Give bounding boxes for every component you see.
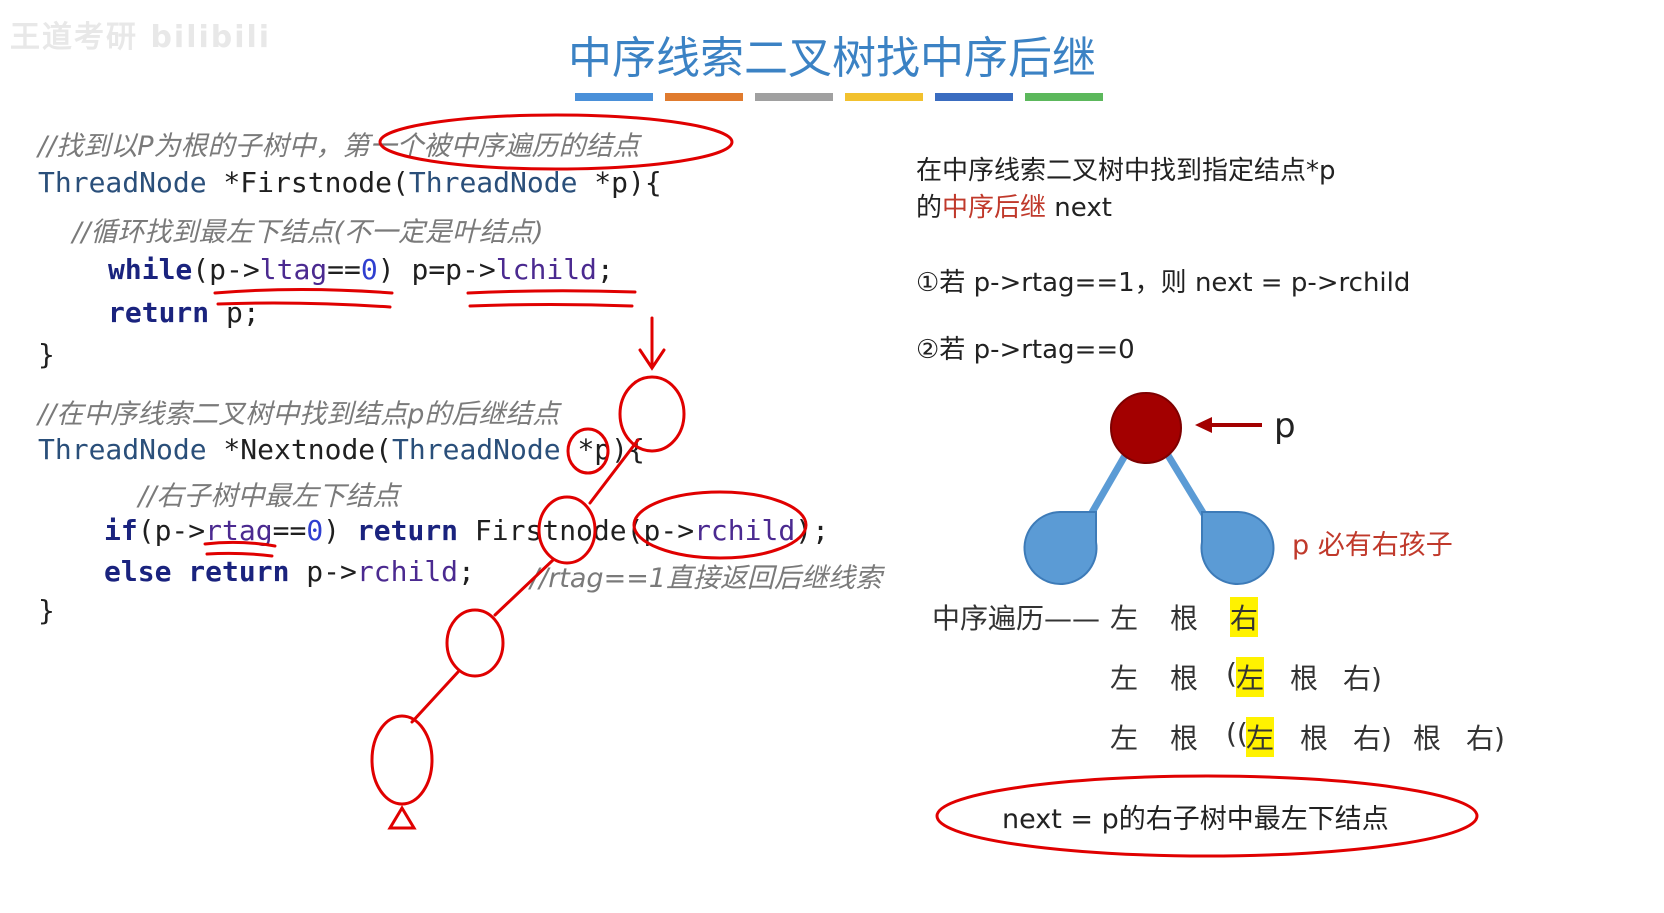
comment-right-subtree: //右子树中最左下结点: [104, 481, 400, 512]
comment-firstnode: //找到以P为根的子树中，第一个被中序遍历的结点: [38, 131, 640, 162]
annotation-underline: [216, 301, 392, 309]
color-bar: [575, 93, 653, 101]
node-label-p: p: [1274, 406, 1296, 446]
inorder-row1-left: 左: [1110, 602, 1139, 635]
inorder-row2-item: 左: [1110, 662, 1139, 695]
inorder-row3-item: 右): [1466, 722, 1505, 755]
comment-nextnode: //在中序线索二叉树中找到结点p的后继结点: [38, 399, 560, 430]
inorder-row3-item: 根: [1300, 722, 1329, 755]
comment-loop: //循环找到最左下结点(不一定是叶结点): [38, 217, 544, 248]
rule-rtag-0: ②若 p->rtag==0: [916, 335, 1135, 365]
code-line-while: while(p->ltag==0) p=p->lchild;: [108, 253, 614, 286]
inorder-row3-item: 左: [1110, 722, 1139, 755]
inorder-row2-item: 右): [1343, 662, 1382, 695]
annotation-tree-node: [537, 495, 597, 565]
code-line-firstnode-signature: ThreadNode *Firstnode(ThreadNode *p){: [38, 166, 662, 199]
code-line-return: return p;: [108, 296, 260, 329]
annotation-arrow: [638, 348, 666, 371]
description-line-1: 在中序线索二叉树中找到指定结点*p: [916, 156, 1336, 186]
inorder-row2-item: (: [1226, 657, 1237, 690]
code-brace-close: }: [38, 338, 55, 371]
description-line-2: 的中序后继 next: [916, 193, 1112, 223]
annotation-tree-node: [370, 714, 434, 806]
code-line-if: if(p->rtag==0) return Firstnode(p->rchil…: [104, 514, 829, 547]
color-bar: [755, 93, 833, 101]
inorder-row3-item: ((: [1226, 717, 1248, 750]
annotation-underline: [205, 551, 274, 558]
code-line-nextnode-signature: ThreadNode *Nextnode(ThreadNode *p){: [38, 433, 645, 466]
annotation-underline: [466, 289, 637, 295]
rule-rtag-1: ①若 p->rtag==1，则 next = p->rchild: [916, 268, 1411, 298]
annotation-tree-node: [445, 608, 505, 678]
left-subtree: [1023, 511, 1098, 585]
conclusion-text: next = p的右子树中最左下结点: [1002, 804, 1389, 835]
annotation-tree-edge: [410, 670, 460, 724]
annotation-circle-conclusion: [935, 774, 1479, 858]
root-node-p: [1110, 392, 1182, 464]
inorder-row3-item: 根: [1413, 722, 1442, 755]
color-bar: [1025, 93, 1103, 101]
code-line-else: else return p->rchild;: [104, 555, 475, 588]
annotation-circle-p: [566, 427, 610, 475]
annotation-underline: [213, 288, 394, 295]
annotation-tree-node: [618, 375, 686, 453]
inorder-row3-item: 右): [1353, 722, 1392, 755]
color-bar: [665, 93, 743, 101]
annotation-tree-edge: [493, 558, 555, 617]
annotation-underline: [468, 303, 634, 308]
inorder-row2-item: 根: [1290, 662, 1319, 695]
annotation-tree-leaf: [387, 805, 417, 830]
inorder-prefix: 中序遍历——: [932, 602, 1101, 635]
page-title: 中序线索二叉树找中序后继: [568, 33, 1096, 84]
annotation-circle-first-node-comment: [378, 113, 734, 171]
right-child-note: p 必有右孩子: [1292, 530, 1453, 561]
annotation-circle-rchild: [632, 490, 808, 560]
color-bar: [845, 93, 923, 101]
right-subtree: [1200, 511, 1275, 585]
right-edge: [1163, 450, 1208, 518]
inorder-row1-right: 右: [1230, 597, 1259, 637]
color-bar: [935, 93, 1013, 101]
code-brace-close: }: [38, 594, 55, 627]
annotation-underline: [203, 540, 277, 548]
comment-rtag1: //rtag==1直接返回后继线索: [530, 563, 882, 594]
left-edge: [1086, 450, 1131, 518]
pointer-arrow-head: [1195, 417, 1212, 433]
inorder-row1-root: 根: [1170, 602, 1199, 635]
color-bar-strip: [575, 93, 1103, 101]
inorder-row3-item: 左: [1246, 717, 1275, 757]
inorder-row2-item: 根: [1170, 662, 1199, 695]
watermark: 王道考研 bilibili: [10, 20, 272, 55]
inorder-row3-item: 根: [1170, 722, 1199, 755]
inorder-row2-item: 左: [1236, 657, 1265, 697]
annotation-tree-edge: [588, 438, 640, 505]
